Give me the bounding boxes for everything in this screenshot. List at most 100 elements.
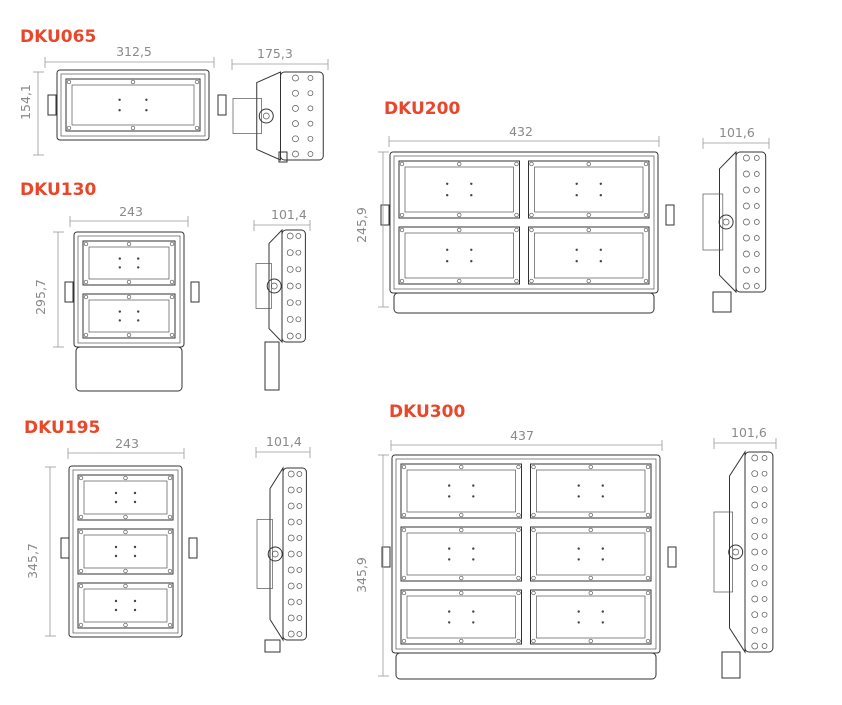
led-dot [599,194,602,197]
screw [126,279,132,285]
screw [399,161,405,167]
pivot-bolt [270,282,278,290]
led-lens [404,166,514,213]
led-dot [577,621,580,624]
cooling-fin [761,517,768,524]
screw [169,294,175,300]
cooling-fin [295,316,302,323]
cooling-fin [292,105,299,112]
cooling-fin [761,627,768,634]
cooling-fin [307,90,314,97]
screw [514,227,519,233]
screw [588,638,593,644]
led-dot [133,554,137,558]
cooling-fin [753,251,760,257]
screw [459,638,464,644]
led-dot [577,484,580,487]
led-dot [446,260,449,263]
screw [531,638,536,644]
cooling-fin [751,611,759,619]
screw [78,514,84,520]
led-dot [133,491,137,495]
led-lens [83,480,168,515]
led-dot [448,484,451,487]
cooling-fin [296,487,303,493]
cooling-fin [753,187,760,193]
cooling-fin [743,218,750,226]
screw [531,575,536,581]
screw [457,212,462,218]
led-lens [534,232,644,279]
cooling-fin [761,470,768,477]
cooling-fin [743,154,750,162]
dimension-width: 437 [510,428,534,443]
dimension-width: 432 [509,124,533,139]
led-lens [536,595,646,639]
cooling-fin [287,550,295,558]
led-lens [534,166,644,213]
screw [126,332,132,338]
cooling-fin [743,282,750,290]
cooling-fin [751,579,759,587]
cooling-fin [751,532,759,540]
led-module [530,589,652,645]
cooling-fin [751,564,759,572]
cooling-fin [751,548,759,556]
mounting-stub [64,281,74,303]
led-dot [446,248,449,251]
cooling-fin [286,315,294,323]
led-dot [133,599,137,603]
side-body [282,467,307,641]
side-bracket [719,150,737,294]
side-body [735,151,767,293]
led-lens [88,246,170,280]
model-title-dku200: DKU200 [384,99,461,119]
mounting-stub [381,546,391,568]
cooling-fin [743,202,750,210]
side-bracket [256,71,281,161]
led-dot [472,610,475,613]
screw [83,241,89,247]
screw [643,227,649,233]
cooling-fin [753,219,760,225]
screw [126,294,132,300]
led-dot [118,319,122,322]
screw [83,279,89,285]
led-module [400,463,522,519]
model-title-dku195: DKU195 [24,418,101,438]
led-module [528,160,650,219]
screw [645,527,651,533]
cooling-fin [296,519,303,525]
dimension-depth: 175,3 [257,46,293,61]
screw [645,464,651,470]
led-dot [145,98,148,102]
led-dot [133,608,137,612]
led-dot [448,610,451,613]
led-dot [601,621,604,624]
screw [83,332,89,338]
cooling-fin [286,282,294,290]
cooling-fin [753,203,760,209]
cooling-fin [286,332,294,340]
cooling-fin [295,283,302,289]
led-lens [83,588,168,623]
screw [123,622,128,628]
cooling-fin [295,249,302,256]
screw [401,464,407,470]
screw [167,514,173,520]
led-dot [446,194,449,197]
pivot-joint [266,278,282,294]
screw [194,79,200,85]
screw [588,512,593,518]
led-dot [470,182,473,185]
led-lens [536,532,646,576]
cooling-fin [296,583,303,589]
mounting-bracket [393,292,655,314]
screw [459,590,464,596]
led-dot [472,495,475,498]
cooling-fin [287,614,295,622]
dimension-height: 345,7 [25,543,40,579]
screw [401,638,407,644]
led-dot [472,621,475,624]
